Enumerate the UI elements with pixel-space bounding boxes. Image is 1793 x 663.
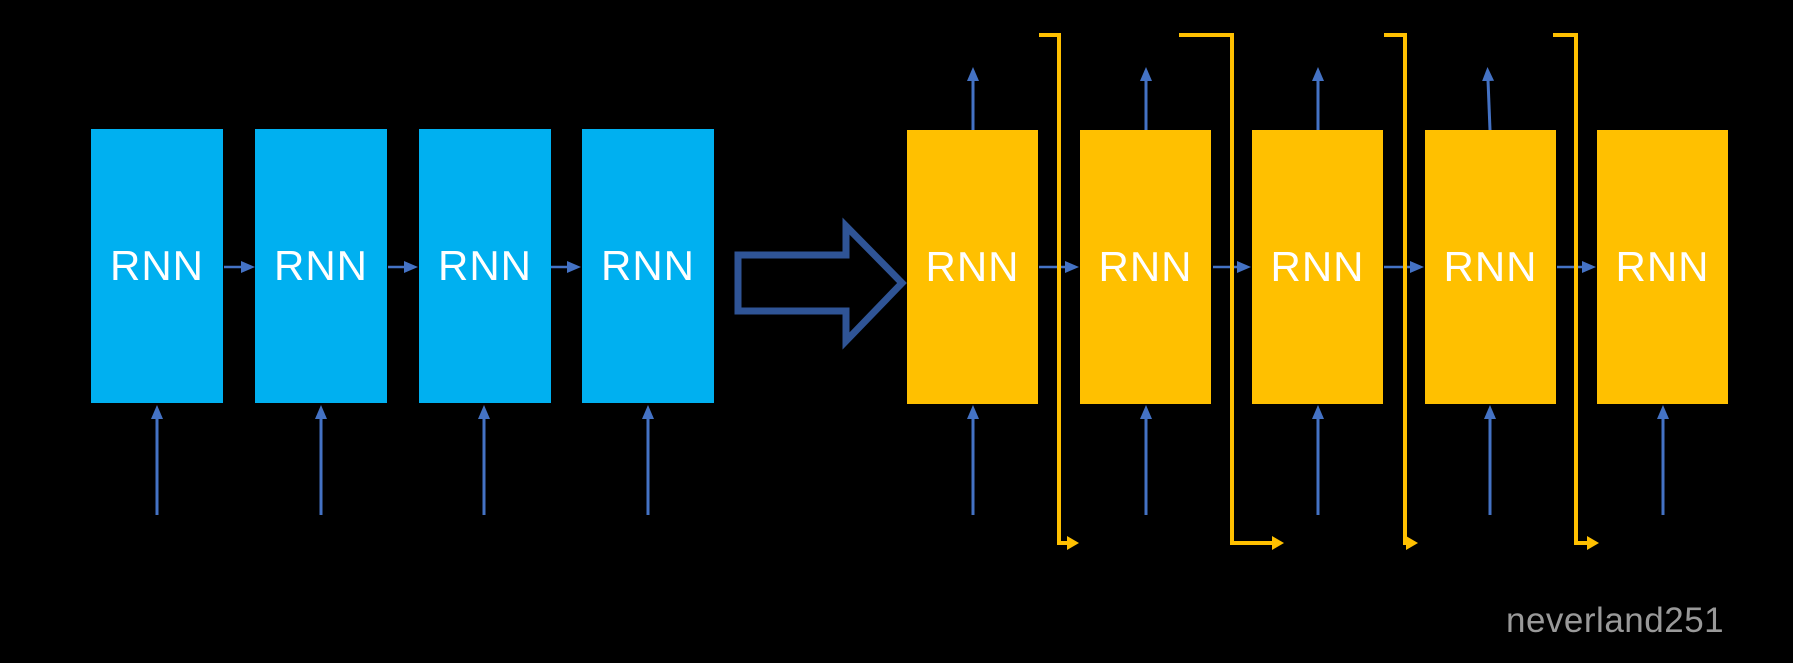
rnn-block-left-1: RNN [91, 129, 223, 403]
rnn-label: RNN [274, 242, 368, 289]
left-input-arrows [151, 405, 654, 515]
rnn-label: RNN [438, 242, 532, 289]
feedback-bracket-icon [1179, 33, 1284, 550]
feedback-bracket-icon [1553, 33, 1599, 550]
rnn-block-left-2: RNN [255, 129, 387, 403]
rnn-label: RNN [110, 242, 204, 289]
feedback-brackets [1039, 33, 1599, 550]
rnn-label: RNN [925, 243, 1020, 290]
feedback-bracket-icon [1384, 33, 1418, 550]
right-input-arrows [967, 405, 1669, 515]
rnn-label: RNN [1615, 243, 1710, 290]
output-arrow-icon [1482, 67, 1495, 131]
rnn-label: RNN [1098, 243, 1193, 290]
rnn-block-right-1: RNN [907, 130, 1038, 404]
rnn-block-right-2: RNN [1080, 130, 1211, 404]
rnn-label: RNN [601, 242, 695, 289]
rnn-block-left-3: RNN [419, 129, 551, 403]
transform-arrow-icon [734, 217, 907, 350]
rnn-block-right-5: RNN [1597, 130, 1728, 404]
feedback-bracket-icon [1039, 33, 1079, 550]
rnn-label: RNN [1270, 243, 1365, 290]
rnn-block-left-4: RNN [582, 129, 714, 403]
rnn-label: RNN [1443, 243, 1538, 290]
rnn-block-right-4: RNN [1425, 130, 1556, 404]
watermark-text: neverland251 [1506, 601, 1725, 640]
right-output-arrows [967, 67, 1495, 131]
rnn-block-right-3: RNN [1252, 130, 1383, 404]
